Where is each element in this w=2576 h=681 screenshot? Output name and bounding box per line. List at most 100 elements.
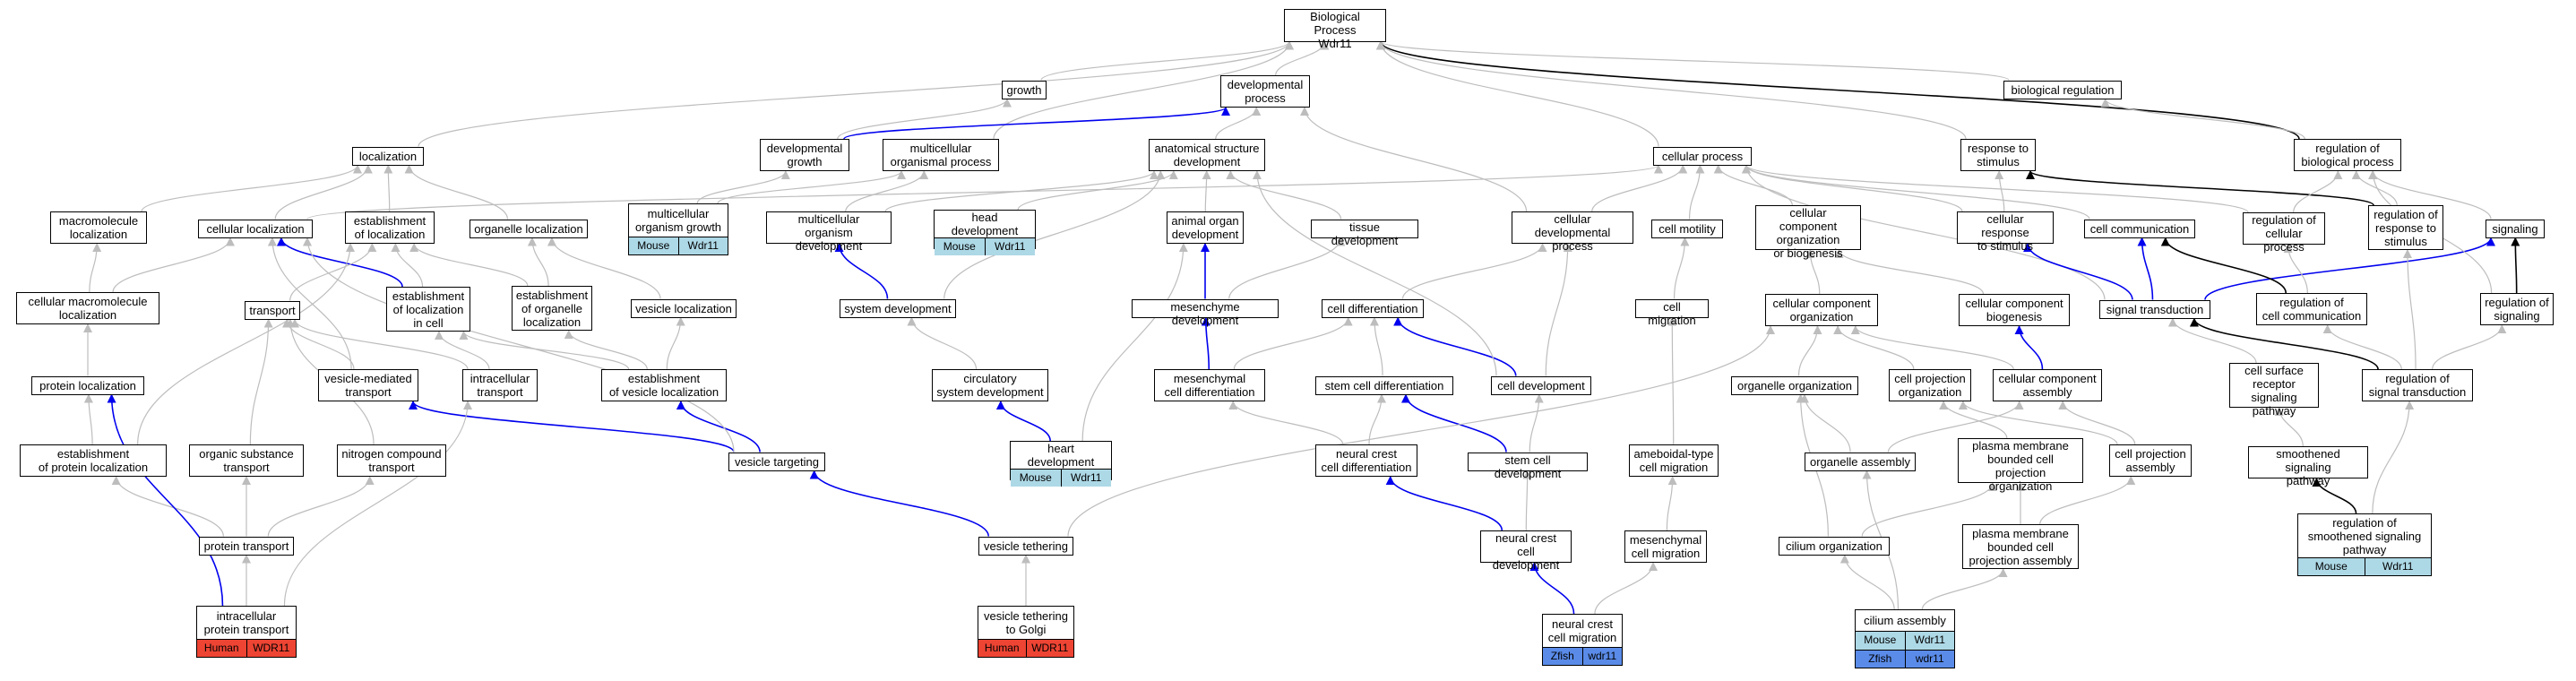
- go-term-node-anatdev[interactable]: anatomical structure development: [1149, 139, 1265, 171]
- go-term-node-orgorg[interactable]: organelle organization: [1731, 375, 1858, 395]
- go-term-node-regsmooth[interactable]: regulation of smoothened signaling pathw…: [2297, 513, 2432, 576]
- go-term-node-celldevproc[interactable]: cellular developmental process: [1512, 211, 1633, 253]
- gene-cell: wdr11: [1904, 650, 1954, 668]
- go-term-node-mcorgproc[interactable]: multicellular organismal process: [883, 139, 999, 171]
- go-term-node-mesdev[interactable]: mesenchyme development: [1132, 298, 1279, 327]
- go-term-label: cell development: [1497, 378, 1585, 392]
- edge-cellloc-to-localization: [274, 164, 373, 220]
- go-term-node-regbioproc[interactable]: regulation of biological process: [2294, 139, 2401, 171]
- go-term-node-ccorg[interactable]: cellular component organization: [1765, 294, 1878, 326]
- go-term-node-regcellcomm[interactable]: regulation of cell communication: [2256, 293, 2367, 325]
- go-term-node-signaling[interactable]: signaling: [2486, 219, 2545, 238]
- go-term-node-sigtrans[interactable]: signal transduction: [2099, 299, 2210, 319]
- go-term-node-vestarg[interactable]: vesicle targeting: [728, 452, 825, 471]
- go-term-node-orgsubtrans[interactable]: organic substance transport: [189, 444, 304, 477]
- go-term-node-prottrans[interactable]: protein transport: [199, 536, 294, 556]
- go-term-node-vesmedtrans[interactable]: vesicle-mediated transport: [318, 369, 418, 401]
- go-term-node-celldiff[interactable]: cell differentiation: [1322, 298, 1424, 318]
- go-term-node-localization[interactable]: localization: [352, 146, 424, 166]
- go-term-node-nitrotrans[interactable]: nitrogen compound transport: [337, 444, 446, 477]
- go-term-node-animorgdev[interactable]: animal organ development: [1167, 211, 1244, 244]
- go-term-node-macroloc[interactable]: macromolecule localization: [50, 211, 147, 244]
- go-term-node-stemcelldev[interactable]: stem cell development: [1468, 452, 1588, 480]
- go-term-node-bp[interactable]: Biological Process Wdr11: [1284, 8, 1386, 50]
- go-term-node-estprotloc[interactable]: establishment of protein localization: [20, 444, 167, 477]
- go-term-node-estorgloc[interactable]: establishment of organelle localization: [512, 286, 592, 331]
- go-term-node-cellprojasm[interactable]: cell projection assembly: [2109, 444, 2192, 477]
- go-term-node-cellcomm[interactable]: cell communication: [2084, 219, 2195, 238]
- go-term-node-cellmot[interactable]: cell motility: [1651, 219, 1723, 238]
- go-term-node-vesteth[interactable]: vesicle tethering: [978, 536, 1073, 556]
- go-term-node-celldev[interactable]: cell development: [1491, 375, 1591, 395]
- go-term-node-ncdiff[interactable]: neural crest cell differentiation: [1315, 444, 1417, 477]
- go-term-node-bioreg[interactable]: biological regulation: [2003, 80, 2122, 99]
- edge-orgsubtrans-to-transport: [249, 318, 273, 445]
- go-term-node-estlocincell[interactable]: establishment of localization in cell: [386, 287, 470, 332]
- go-term-node-ncdev[interactable]: neural crest cell development: [1480, 530, 1572, 572]
- go-term-node-stemcelldiff[interactable]: stem cell differentiation: [1315, 375, 1453, 395]
- go-term-label: biological regulation: [2011, 82, 2115, 97]
- go-term-node-cellsurf[interactable]: cell surface receptor signaling pathway: [2229, 363, 2319, 418]
- go-term-node-estloc[interactable]: establishment of localization: [345, 211, 435, 244]
- go-term-node-ccbio[interactable]: cellular component biogenesis: [1959, 294, 2070, 326]
- go-term-label: organelle organization: [1737, 378, 1852, 392]
- edge-vestarg-to-estvesloc: [676, 401, 761, 453]
- go-term-node-smooth[interactable]: smoothened signaling pathway: [2248, 446, 2368, 487]
- edge-celldiff-to-celldevproc: [1401, 243, 1547, 299]
- go-term-node-intratrans[interactable]: intracellular transport: [462, 369, 538, 401]
- go-term-node-orgloc[interactable]: organelle localization: [470, 219, 588, 238]
- go-term-node-pmbcpa[interactable]: plasma membrane bounded cell projection …: [1962, 524, 2079, 569]
- go-term-node-regsig[interactable]: regulation of signaling: [2480, 293, 2554, 325]
- go-term-node-cellprojorg[interactable]: cell projection organization: [1889, 369, 1971, 401]
- go-term-node-amoeboid[interactable]: ameboidal-type cell migration: [1629, 444, 1719, 477]
- go-term-node-ccob[interactable]: cellular component organization or bioge…: [1755, 205, 1861, 260]
- go-term-node-mescelldiff[interactable]: mesenchymal cell differentiation: [1154, 369, 1265, 401]
- go-term-node-regresp[interactable]: regulation of response to stimulus: [2368, 205, 2443, 250]
- go-term-node-tissdev[interactable]: tissue development: [1311, 219, 1418, 247]
- go-term-node-transport[interactable]: transport: [245, 300, 300, 320]
- edge-vesteth-to-vestarg: [809, 470, 990, 537]
- go-term-label: mesenchymal cell differentiation: [1164, 372, 1255, 399]
- edge-cellproc-to-bp: [1376, 40, 1659, 147]
- species-cell: Mouse: [629, 237, 678, 254]
- go-term-node-vesloc[interactable]: vesicle localization: [631, 298, 737, 318]
- go-term-node-regcellproc[interactable]: regulation of cellular process: [2243, 212, 2325, 254]
- edge-ccorg-to-ccob: [1805, 249, 1821, 295]
- gene-cell: Wdr11: [2364, 558, 2431, 575]
- gene-cell: Wdr11: [677, 237, 728, 254]
- go-term-node-growth[interactable]: growth: [1002, 80, 1047, 99]
- go-term-node-mescellmig[interactable]: mesenchymal cell migration: [1624, 530, 1707, 563]
- go-term-node-orgassembly[interactable]: organelle assembly: [1805, 452, 1916, 471]
- edge-estorgloc-to-orgloc: [527, 237, 549, 287]
- edge-ccbio-to-ccob: [1834, 249, 1985, 295]
- go-term-node-cmmloc[interactable]: cellular macromolecule localization: [16, 292, 159, 324]
- go-term-node-cellresp[interactable]: cellular response to stimulus: [1957, 211, 2054, 253]
- edge-respstim-to-bp: [1376, 40, 1967, 140]
- go-term-node-cellloc[interactable]: cellular localization: [198, 219, 313, 238]
- go-term-node-protloc[interactable]: protein localization: [31, 375, 144, 395]
- go-term-node-ccassembly[interactable]: cellular component assembly: [1993, 369, 2102, 401]
- go-term-node-devgrowth[interactable]: developmental growth: [760, 139, 849, 171]
- go-term-node-cellmig[interactable]: cell migration: [1635, 298, 1709, 327]
- go-term-label: system development: [844, 301, 952, 315]
- go-term-node-circsysdev[interactable]: circulatory system development: [932, 369, 1048, 401]
- go-term-node-sysdev[interactable]: system development: [840, 298, 956, 318]
- go-term-node-mcdev[interactable]: multicellular organism development: [766, 211, 892, 253]
- go-term-node-regsigtrans[interactable]: regulation of signal transduction: [2362, 369, 2473, 401]
- edge-devgrowth-to-growth: [837, 98, 1012, 140]
- go-term-node-ciliumorg[interactable]: cilium organization: [1779, 536, 1890, 556]
- go-term-node-devproc[interactable]: developmental process: [1220, 75, 1310, 108]
- edge-regbioproc-to-bp: [1376, 40, 2300, 140]
- go-term-node-cellproc[interactable]: cellular process: [1653, 146, 1752, 166]
- go-term-node-respstim[interactable]: response to stimulus: [1960, 139, 2036, 171]
- go-term-node-pmbcpo[interactable]: plasma membrane bounded cell projection …: [1958, 438, 2083, 493]
- go-term-node-estvesloc[interactable]: establishment of vesicle localization: [601, 369, 727, 401]
